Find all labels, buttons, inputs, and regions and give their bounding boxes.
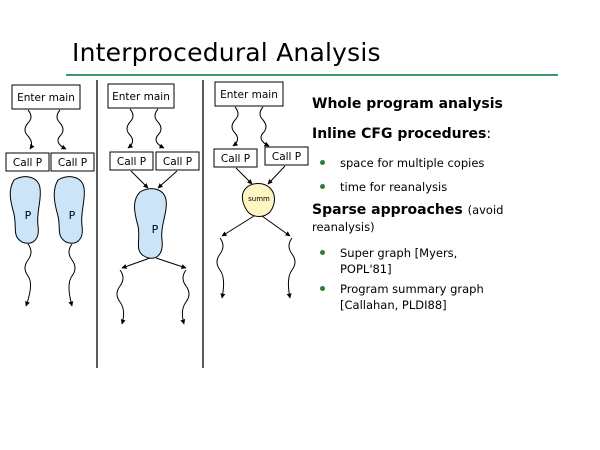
bullet-dot xyxy=(320,160,325,165)
call-p-node xyxy=(264,146,309,166)
call-p-label: Call P xyxy=(58,157,87,169)
bullet-text: time for reanalysis xyxy=(340,180,448,194)
call-p-node xyxy=(155,151,200,171)
procedure-blob xyxy=(53,176,85,244)
edge xyxy=(180,269,190,325)
summary-blob xyxy=(241,183,275,217)
edge xyxy=(261,215,291,237)
edge xyxy=(68,243,76,307)
edge xyxy=(157,170,178,189)
edge xyxy=(126,108,134,149)
edge xyxy=(24,109,35,150)
edge xyxy=(259,106,270,147)
diagram-column-shared: Enter main Call P Call P P xyxy=(107,83,200,325)
bullet-text: Super graph [Myers, POPL'81] xyxy=(340,245,590,277)
call-p-node xyxy=(109,151,154,171)
procedure-p-label: P xyxy=(152,223,159,236)
call-p-node xyxy=(213,148,258,168)
heading-whole-program: Whole program analysis xyxy=(312,96,503,112)
bullet-text: space for multiple copies xyxy=(340,156,485,170)
heading-sparse: Sparse approaches (avoid xyxy=(312,202,503,218)
heading-inline-cfg: Inline CFG procedures: xyxy=(312,126,491,142)
enter-main-node xyxy=(107,83,175,109)
call-p-label: Call P xyxy=(272,151,301,163)
call-p-node xyxy=(5,152,50,172)
heading-inline-text: Inline CFG procedures xyxy=(312,126,487,142)
call-p-label: Call P xyxy=(117,156,146,168)
edge xyxy=(24,243,32,307)
edge xyxy=(235,167,253,185)
enter-main-node xyxy=(214,81,284,107)
bullet-dot xyxy=(320,250,325,255)
diagram-column-summary: Enter main Call P Call P summ xyxy=(213,81,309,299)
edge xyxy=(130,170,149,189)
edge xyxy=(121,257,151,269)
bullet-line: [Callahan, PLDI88] xyxy=(340,298,447,312)
enter-main-node xyxy=(11,84,81,110)
procedure-p-label: P xyxy=(69,209,76,222)
call-p-label: Call P xyxy=(221,153,250,165)
bullet-line: Program summary graph xyxy=(340,282,484,296)
procedure-blob xyxy=(134,188,167,259)
edge xyxy=(116,269,126,325)
bullet-dot xyxy=(320,286,325,291)
heading-sparse-paren: (avoid xyxy=(467,203,504,217)
call-p-label: Call P xyxy=(13,157,42,169)
bullet-line: POPL'81] xyxy=(340,262,392,276)
call-p-node xyxy=(50,152,95,172)
enter-main-label: Enter main xyxy=(112,91,170,103)
heading-inline-colon: : xyxy=(486,126,492,142)
edge xyxy=(155,257,187,269)
edge xyxy=(286,237,296,299)
heading-sparse-continuation: reanalysis) xyxy=(312,220,375,234)
call-p-label: Call P xyxy=(163,156,192,168)
slide-title: Interprocedural Analysis xyxy=(72,38,381,67)
procedure-p-label: P xyxy=(25,209,32,222)
bullet-text: Program summary graph [Callahan, PLDI88] xyxy=(340,281,590,313)
enter-main-label: Enter main xyxy=(220,89,278,101)
diagram-column-multiple-copies: Enter main Call P Call P P P xyxy=(5,84,95,307)
edge xyxy=(154,108,165,149)
procedure-blob xyxy=(9,176,41,244)
enter-main-label: Enter main xyxy=(17,92,75,104)
edge xyxy=(221,215,255,237)
bullet-line: Super graph [Myers, xyxy=(340,246,458,260)
edge xyxy=(267,165,286,185)
heading-sparse-text: Sparse approaches xyxy=(312,202,463,218)
title-underline xyxy=(66,74,558,76)
edge xyxy=(231,106,239,147)
bullet-dot xyxy=(320,184,325,189)
summary-label: summ xyxy=(248,195,270,203)
edge xyxy=(56,109,67,150)
edge xyxy=(216,237,226,299)
